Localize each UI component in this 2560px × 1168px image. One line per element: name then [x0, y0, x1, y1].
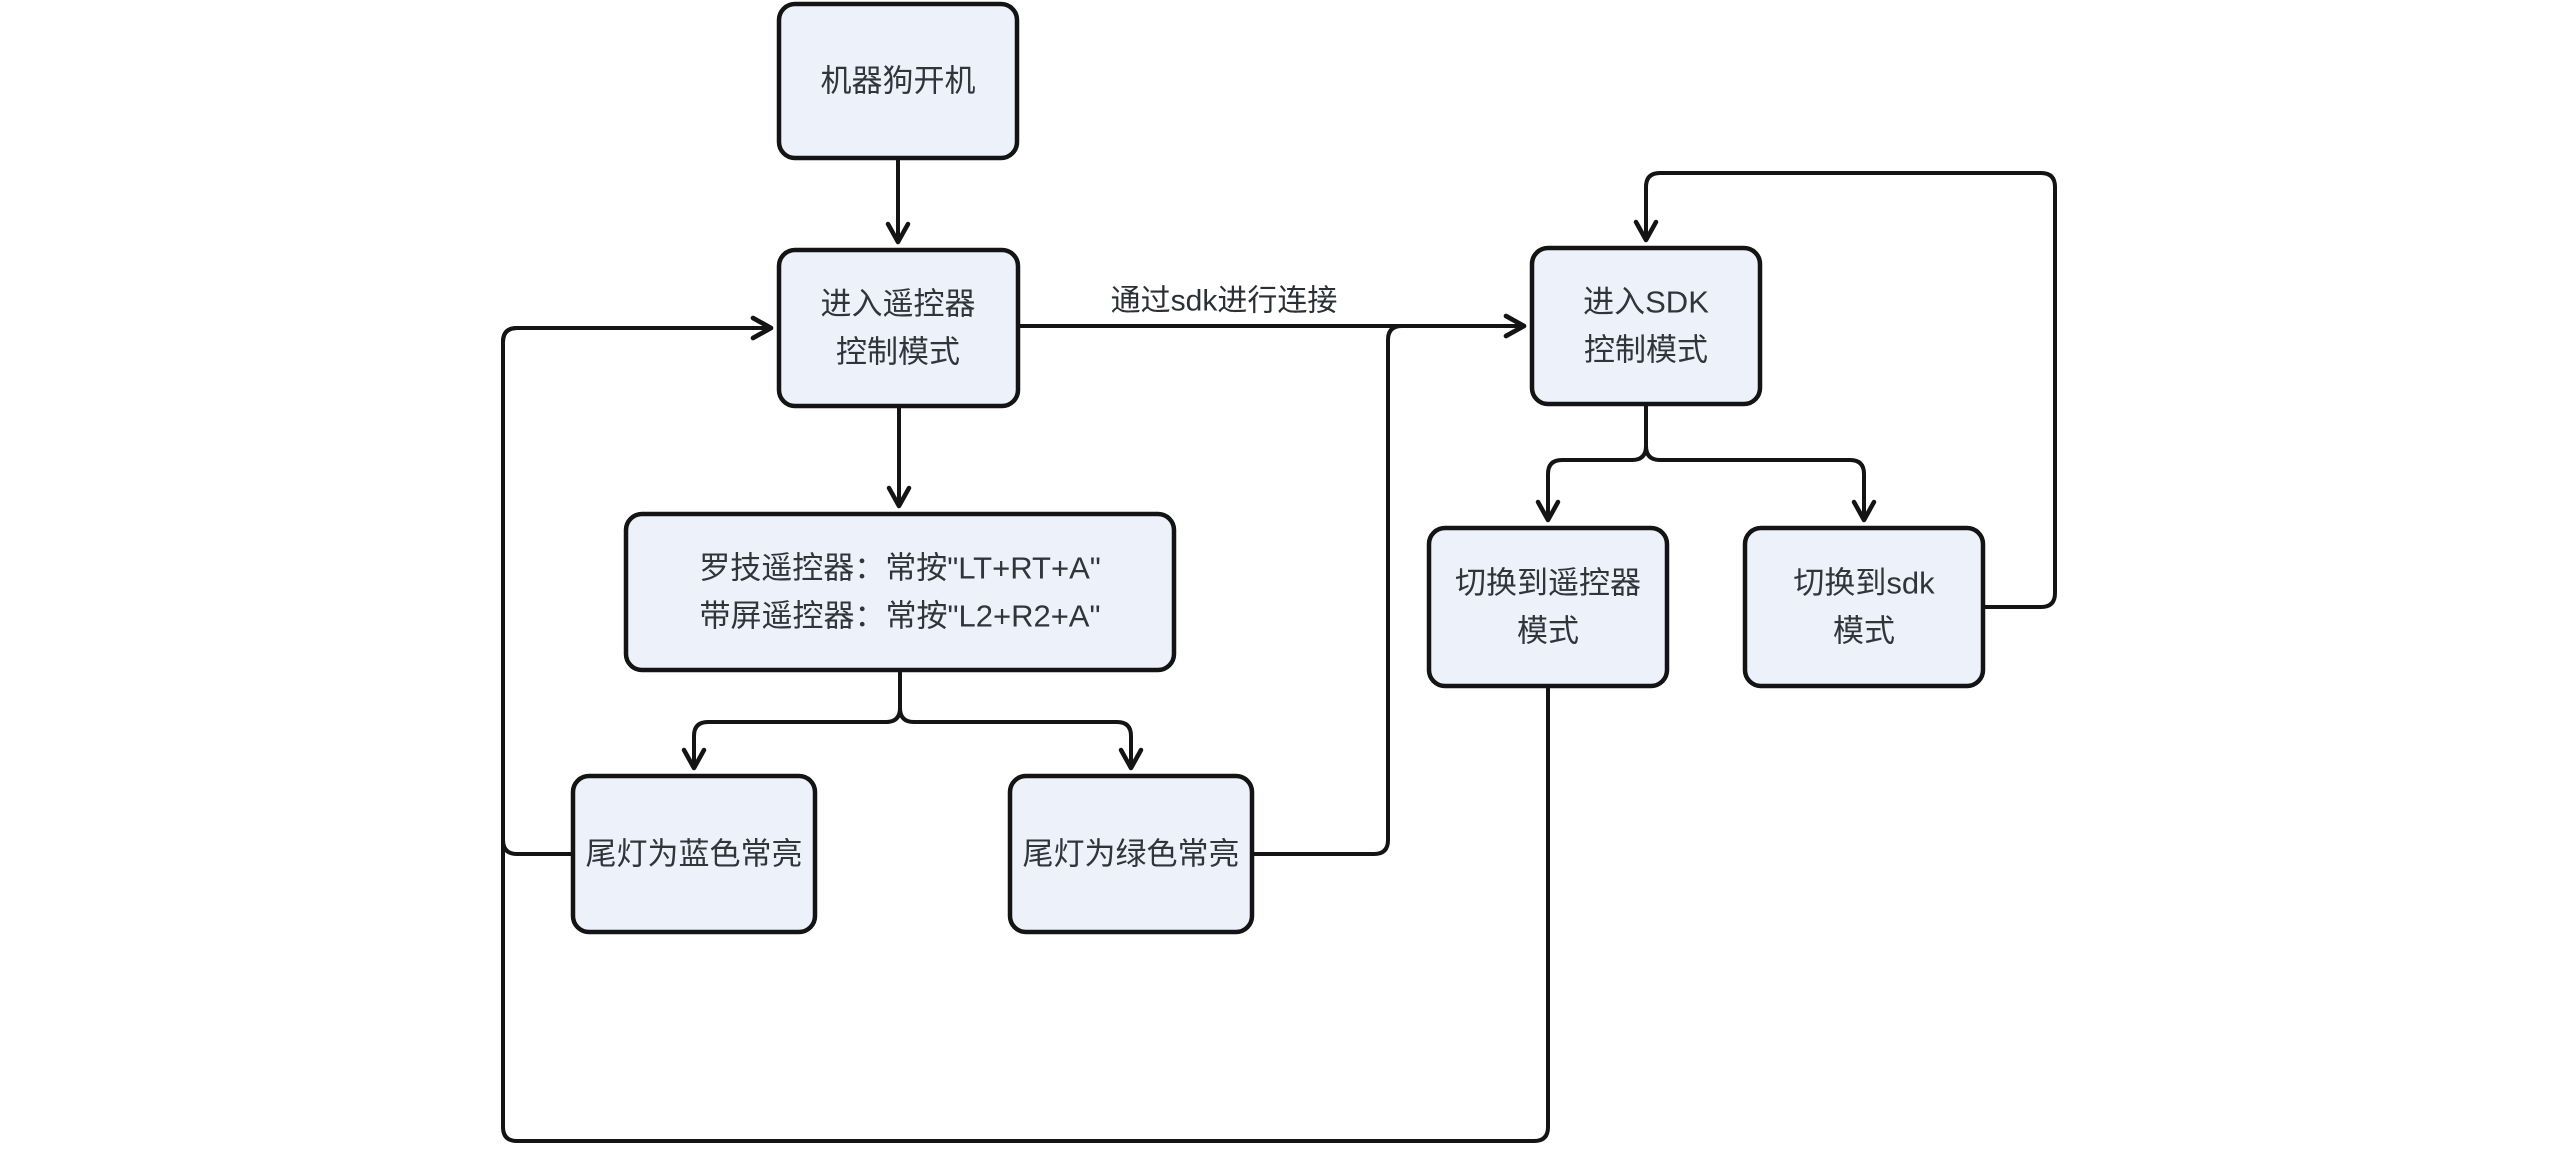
- edge-green-to-sdk: [1252, 313, 1527, 856]
- edge-combo-to-green: [898, 670, 1144, 771]
- edge-sdk-to-switch-remote: [1535, 404, 1648, 523]
- node-tail-green-box: [1007, 773, 1255, 935]
- node-tail-blue-box: [570, 773, 818, 935]
- node-switch-sdk: 切换到sdk 模式: [1742, 525, 1986, 689]
- node-tail-blue-label: 尾灯为蓝色常亮: [586, 837, 803, 872]
- node-switch-sdk-box: [1742, 525, 1986, 689]
- node-button-combo-label-line1: 罗技遥控器：常按"LT+RT+A": [699, 551, 1101, 586]
- node-tail-green: 尾灯为绿色常亮: [1007, 773, 1255, 935]
- node-remote-mode-label-line2: 控制模式: [836, 335, 960, 370]
- node-power-on: 机器狗开机: [776, 1, 1020, 161]
- node-sdk-mode-box: [1529, 245, 1763, 407]
- edge-label-sdk-connect: 通过sdk进行连接: [1111, 285, 1338, 318]
- edge-switch-remote-to-remote: [501, 315, 1550, 1143]
- node-button-combo-label-line2: 带屏遥控器：常按"L2+R2+A": [699, 599, 1100, 634]
- node-remote-mode: 进入遥控器 控制模式: [776, 247, 1021, 409]
- node-tail-green-label: 尾灯为绿色常亮: [1023, 837, 1240, 872]
- node-switch-sdk-label-line2: 模式: [1833, 614, 1895, 649]
- node-button-combo-box: [623, 511, 1177, 673]
- node-sdk-mode-label-line2: 控制模式: [1584, 333, 1708, 368]
- node-sdk-mode: 进入SDK 控制模式: [1529, 245, 1763, 407]
- node-power-on-label: 机器狗开机: [821, 64, 976, 99]
- node-sdk-mode-label-line1: 进入SDK: [1583, 285, 1709, 320]
- node-button-combo: 罗技遥控器：常按"LT+RT+A" 带屏遥控器：常按"L2+R2+A": [623, 511, 1177, 673]
- edge-combo-to-blue: [681, 670, 902, 771]
- edge-sdk-to-switch-sdk: [1644, 404, 1877, 523]
- node-switch-remote-label-line1: 切换到遥控器: [1455, 566, 1641, 601]
- node-switch-remote: 切换到遥控器 模式: [1426, 525, 1670, 689]
- node-remote-mode-label-line1: 进入遥控器: [821, 287, 976, 322]
- node-tail-blue: 尾灯为蓝色常亮: [570, 773, 818, 935]
- node-power-on-box: [776, 1, 1020, 161]
- node-switch-sdk-label-line1: 切换到sdk: [1793, 566, 1935, 601]
- node-switch-remote-label-line2: 模式: [1517, 614, 1579, 649]
- node-switch-remote-box: [1426, 525, 1670, 689]
- node-remote-mode-box: [776, 247, 1021, 409]
- edge-switch-sdk-to-sdk: [1633, 171, 2057, 609]
